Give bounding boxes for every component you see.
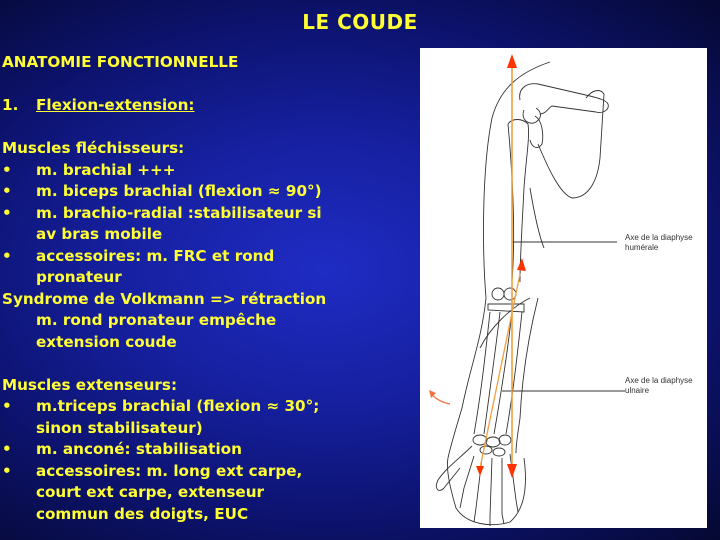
list-item-continuation: commun des doigts, EUC bbox=[36, 504, 249, 523]
list-item: •m. brachial +++ bbox=[2, 160, 412, 182]
list-item-continuation: av bras mobile bbox=[36, 225, 163, 243]
flexor-list: •m. brachial +++ •m. biceps brachial (fl… bbox=[2, 160, 412, 289]
humeral-axis-label: Axe de la diaphyse humérale bbox=[625, 233, 693, 252]
bullet: • bbox=[2, 440, 12, 458]
extensors-heading: Muscles extenseurs: bbox=[2, 375, 178, 394]
flexors-heading: Muscles fléchisseurs: bbox=[2, 139, 185, 157]
extensor-list: •m.triceps brachial (flexion ≈ 30°; sino… bbox=[2, 396, 412, 525]
bullet: • bbox=[2, 203, 12, 222]
subsection-title: 1. Flexion-extension: bbox=[2, 95, 412, 117]
bullet: • bbox=[2, 246, 12, 265]
slide-title: LE COUDE bbox=[302, 10, 418, 34]
list-item-continuation: pronateur bbox=[36, 268, 122, 286]
bullet: • bbox=[2, 397, 12, 415]
list-item: •accessoires: m. long ext carpe, bbox=[2, 461, 412, 483]
bullet: • bbox=[2, 160, 12, 179]
volkmann-line: m. rond pronateur empêche bbox=[36, 311, 277, 329]
bullet: • bbox=[2, 182, 12, 200]
humeral-axis-arrow bbox=[507, 54, 517, 478]
arm-skeleton-illustration bbox=[429, 54, 625, 526]
list-item: •m. biceps brachial (flexion ≈ 90°) bbox=[2, 181, 412, 203]
slide-body: ANATOMIE FONCTIONNELLE 1. Flexion-extensi… bbox=[2, 52, 412, 525]
list-item-continuation: court ext carpe, extenseur bbox=[36, 483, 265, 501]
list-item: •m.triceps brachial (flexion ≈ 30°; bbox=[2, 396, 412, 418]
section-number: 1. bbox=[2, 96, 19, 114]
section-title: Flexion-extension: bbox=[36, 96, 195, 114]
volkmann-line: extension coude bbox=[36, 332, 177, 351]
arm-anatomy-figure: Axe de la diaphyse humérale Axe de la di… bbox=[420, 48, 707, 528]
list-item-continuation: sinon stabilisateur) bbox=[36, 418, 203, 437]
list-item: •m. anconé: stabilisation bbox=[2, 439, 412, 461]
bullet: • bbox=[2, 461, 12, 480]
list-item: •accessoires: m. FRC et rond bbox=[2, 246, 412, 268]
list-item: •m. brachio-radial :stabilisateur si bbox=[2, 203, 412, 225]
section-heading: ANATOMIE FONCTIONNELLE bbox=[2, 53, 239, 71]
volkmann-line: Syndrome de Volkmann => rétraction bbox=[2, 289, 327, 308]
ulnar-axis-label: Axe de la diaphyse ulnaire bbox=[625, 376, 693, 395]
